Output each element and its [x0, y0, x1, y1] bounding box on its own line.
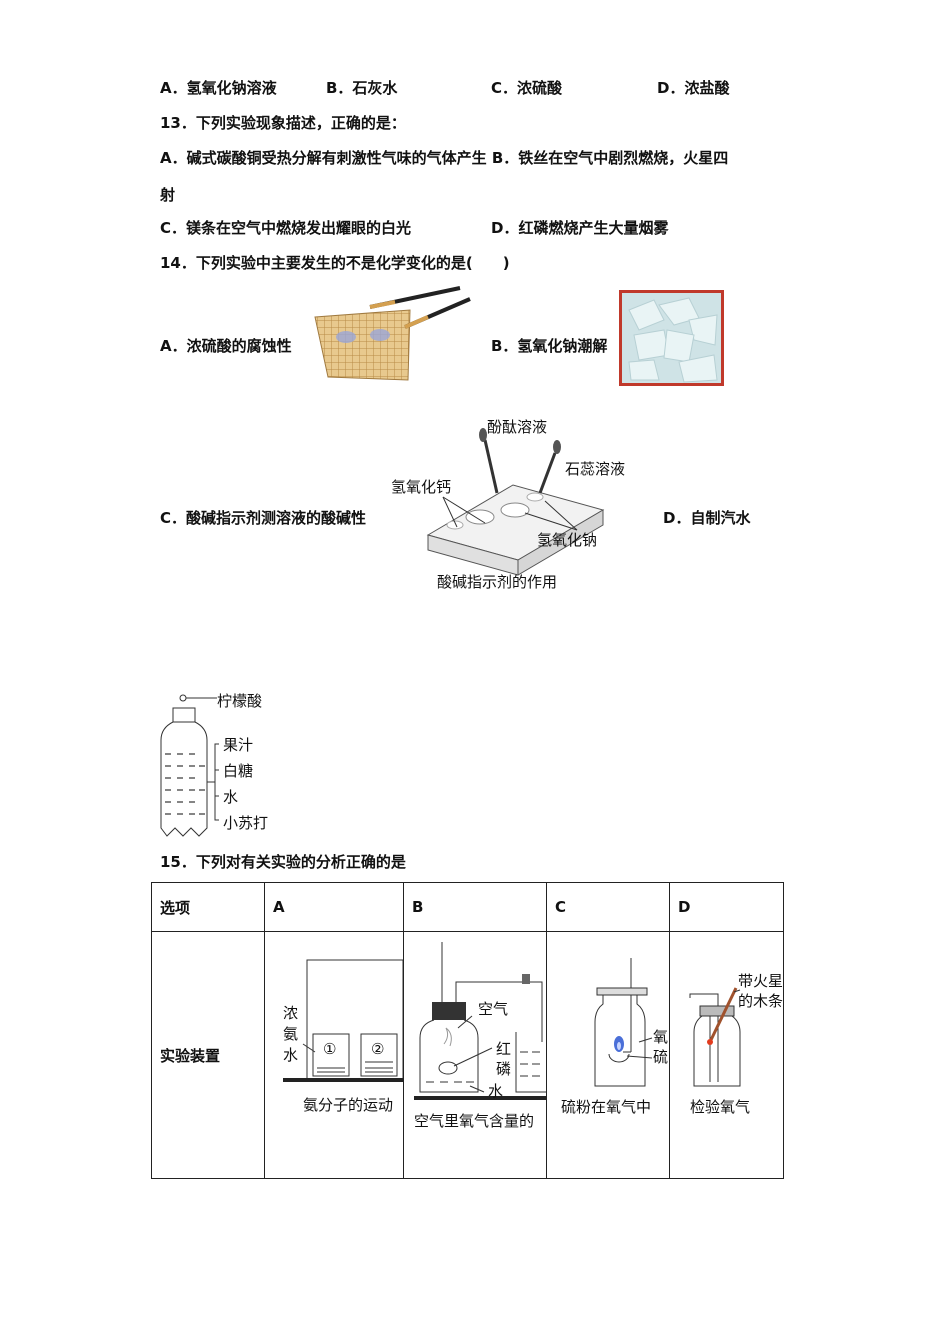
- caption-d: 检验氧气: [690, 1098, 751, 1116]
- header-d: D: [669, 882, 784, 932]
- label-citric-acid: 柠檬酸: [217, 692, 263, 710]
- label-phenolphthalein: 酚酞溶液: [487, 418, 548, 436]
- q14-option-a: A．浓硫酸的腐蚀性: [160, 337, 292, 355]
- q14-stem: 14．下列实验中主要发生的不是化学变化的是( ): [160, 254, 510, 272]
- caption-a: 氨分子的运动: [303, 1096, 394, 1114]
- header-a: A: [264, 882, 404, 932]
- label-a-ammonia: 氨: [283, 1025, 299, 1043]
- label-juice: 果汁: [223, 736, 254, 754]
- label-b-phosphorus: 磷: [496, 1060, 512, 1078]
- beaker-number-1: ①: [323, 1040, 337, 1058]
- label-c-sulfur: 硫: [653, 1048, 669, 1066]
- dropper: [538, 440, 561, 494]
- caption-c: 硫粉在氧气中: [561, 1098, 652, 1116]
- cell-b-figure: 空气 红 磷 水 空气里氧气含量的: [403, 931, 547, 1179]
- q13-options-ab-cont: 射: [160, 186, 176, 204]
- acid-mark: [336, 331, 356, 343]
- naoh-flakes-image: [619, 290, 724, 386]
- label-b-water: 水: [488, 1082, 504, 1100]
- q15-table: 选项 A B C D 实验装置 浓 氨: [151, 882, 784, 1179]
- label-a-water: 水: [283, 1046, 299, 1064]
- q13-option-c: C．镁条在空气中燃烧发出耀眼的白光: [160, 219, 412, 237]
- q13-option-d: D．红磷燃烧产生大量烟雾: [491, 219, 669, 237]
- q14-option-d: D．自制汽水: [663, 509, 751, 527]
- soda-bottle-figure: [160, 694, 219, 837]
- clamp: [522, 974, 530, 984]
- label-litmus: 石蕊溶液: [565, 460, 626, 478]
- header-option: 选项: [151, 882, 265, 932]
- beaker-1: [312, 1033, 350, 1077]
- q12-option-b: B．石灰水: [326, 79, 398, 97]
- cell-d-figure: 带火星 的木条 检验氧气: [669, 931, 784, 1179]
- dropper: [479, 428, 499, 494]
- cell-a-figure: 浓 氨 水 ① ② 氨分子的运动: [264, 931, 404, 1179]
- beaker-2: [360, 1033, 398, 1077]
- glass-plate: [596, 987, 648, 996]
- acid-mark: [370, 329, 390, 341]
- q12-option-c: C．浓硫酸: [491, 79, 563, 97]
- caption-b: 空气里氧气含量的: [414, 1112, 535, 1130]
- label-a-conc: 浓: [283, 1004, 299, 1022]
- label-d-glowing: 带火星: [738, 972, 783, 990]
- well: [500, 502, 530, 518]
- glowing-splint: [708, 987, 738, 1043]
- label-b-air: 空气: [478, 1000, 509, 1018]
- beaker-number-2: ②: [371, 1040, 385, 1058]
- combustion-spoon: [608, 1053, 630, 1063]
- q14-option-b: B．氢氧化钠潮解: [491, 337, 608, 355]
- label-sodium-hydroxide: 氢氧化钠: [537, 531, 598, 549]
- label-sugar: 白糖: [223, 762, 254, 780]
- q15-stem: 15．下列对有关实验的分析正确的是: [160, 853, 406, 871]
- q14-option-c: C．酸碱指示剂测溶液的酸碱性: [160, 509, 367, 527]
- label-baking-soda: 小苏打: [223, 814, 269, 832]
- header-b: B: [403, 882, 547, 932]
- label-calcium-hydroxide: 氢氧化钙: [391, 478, 452, 496]
- well: [465, 509, 495, 525]
- q12-option-d: D．浓盐酸: [657, 79, 730, 97]
- spot-plate-figure: [426, 428, 605, 576]
- stopper: [432, 1002, 466, 1020]
- acid-paper-image: [314, 286, 471, 381]
- label-d-splint: 的木条: [738, 992, 783, 1010]
- combustion-spoon: [438, 1061, 458, 1075]
- q12-option-a: A．氢氧化钠溶液: [160, 79, 277, 97]
- label-water: 水: [223, 788, 239, 806]
- label-c-oxygen: 氧: [653, 1028, 669, 1046]
- q13-options-ab: A．碱式碳酸铜受热分解有刺激性气味的气体产生 B．铁丝在空气中剧烈燃烧，火星四: [160, 149, 729, 167]
- q13-stem: 13．下列实验现象描述，正确的是：: [160, 114, 406, 132]
- label-b-red: 红: [496, 1040, 512, 1058]
- cell-c-figure: 氧 硫 硫粉在氧气中: [546, 931, 670, 1179]
- header-c: C: [546, 882, 670, 932]
- figure-caption-indicator: 酸碱指示剂的作用: [437, 573, 558, 591]
- row-label-apparatus: 实验装置: [151, 931, 265, 1179]
